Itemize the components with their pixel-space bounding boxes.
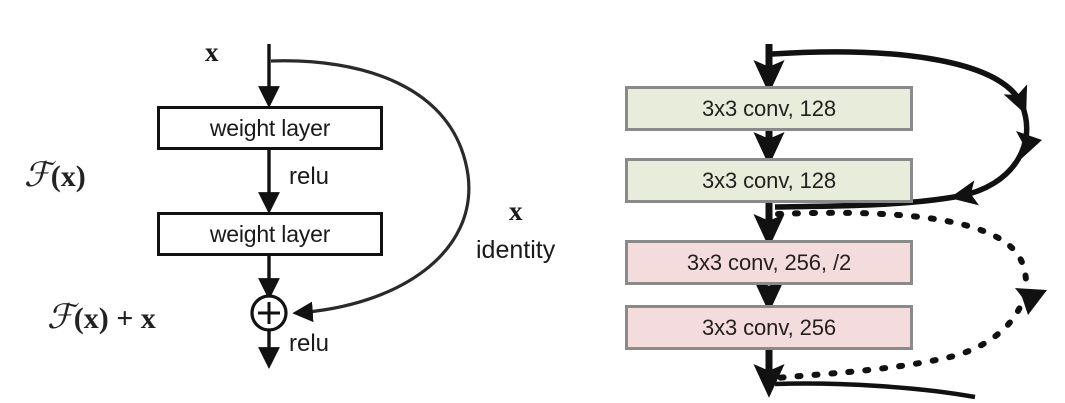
identity-shortcut-curve <box>270 59 471 323</box>
output-label-fx-plus-x: ℱ(x) + x <box>47 297 156 337</box>
identity-shortcut-tail <box>774 381 976 400</box>
conv-block-label-3: 3x3 conv, 256, /2 <box>686 249 852 275</box>
conv-block-1[interactable]: 3x3 conv, 128 <box>625 86 913 131</box>
conv-block-2[interactable]: 3x3 conv, 128 <box>625 158 913 203</box>
mathcal-f-glyph-2: ℱ <box>47 297 74 337</box>
projection-shortcut-256-curve <box>774 209 1029 381</box>
weight-layer-box-1[interactable]: weight layer <box>157 106 383 150</box>
fx-args: (x) <box>50 160 86 193</box>
conv-block-3[interactable]: 3x3 conv, 256, /2 <box>625 240 913 285</box>
weight-layer-box-2[interactable]: weight layer <box>157 212 383 256</box>
weight-layer-label-1: weight layer <box>209 114 331 141</box>
relu-label-2: relu <box>289 330 330 357</box>
conv-block-label-4: 3x3 conv, 256 <box>701 314 837 340</box>
conv-block-label-1: 3x3 conv, 128 <box>701 95 837 121</box>
weight-layer-label-2: weight layer <box>209 220 331 247</box>
conv-block-label-2: 3x3 conv, 128 <box>701 167 837 193</box>
shortcut-label-x: x <box>509 196 523 226</box>
conv-block-4[interactable]: 3x3 conv, 256 <box>625 305 913 350</box>
projection-shortcut-256-arrowhead <box>1015 288 1047 315</box>
relu-label-1: relu <box>289 163 330 190</box>
input-label-x: x <box>205 37 219 67</box>
shortcut-label-identity: identity <box>476 236 556 264</box>
mathcal-f-glyph: ℱ <box>24 155 51 195</box>
fxx-args: (x) + x <box>73 302 156 335</box>
function-label-fx: ℱ(x) <box>24 155 86 195</box>
identity-shortcut-128-arrowhead <box>1016 131 1042 160</box>
